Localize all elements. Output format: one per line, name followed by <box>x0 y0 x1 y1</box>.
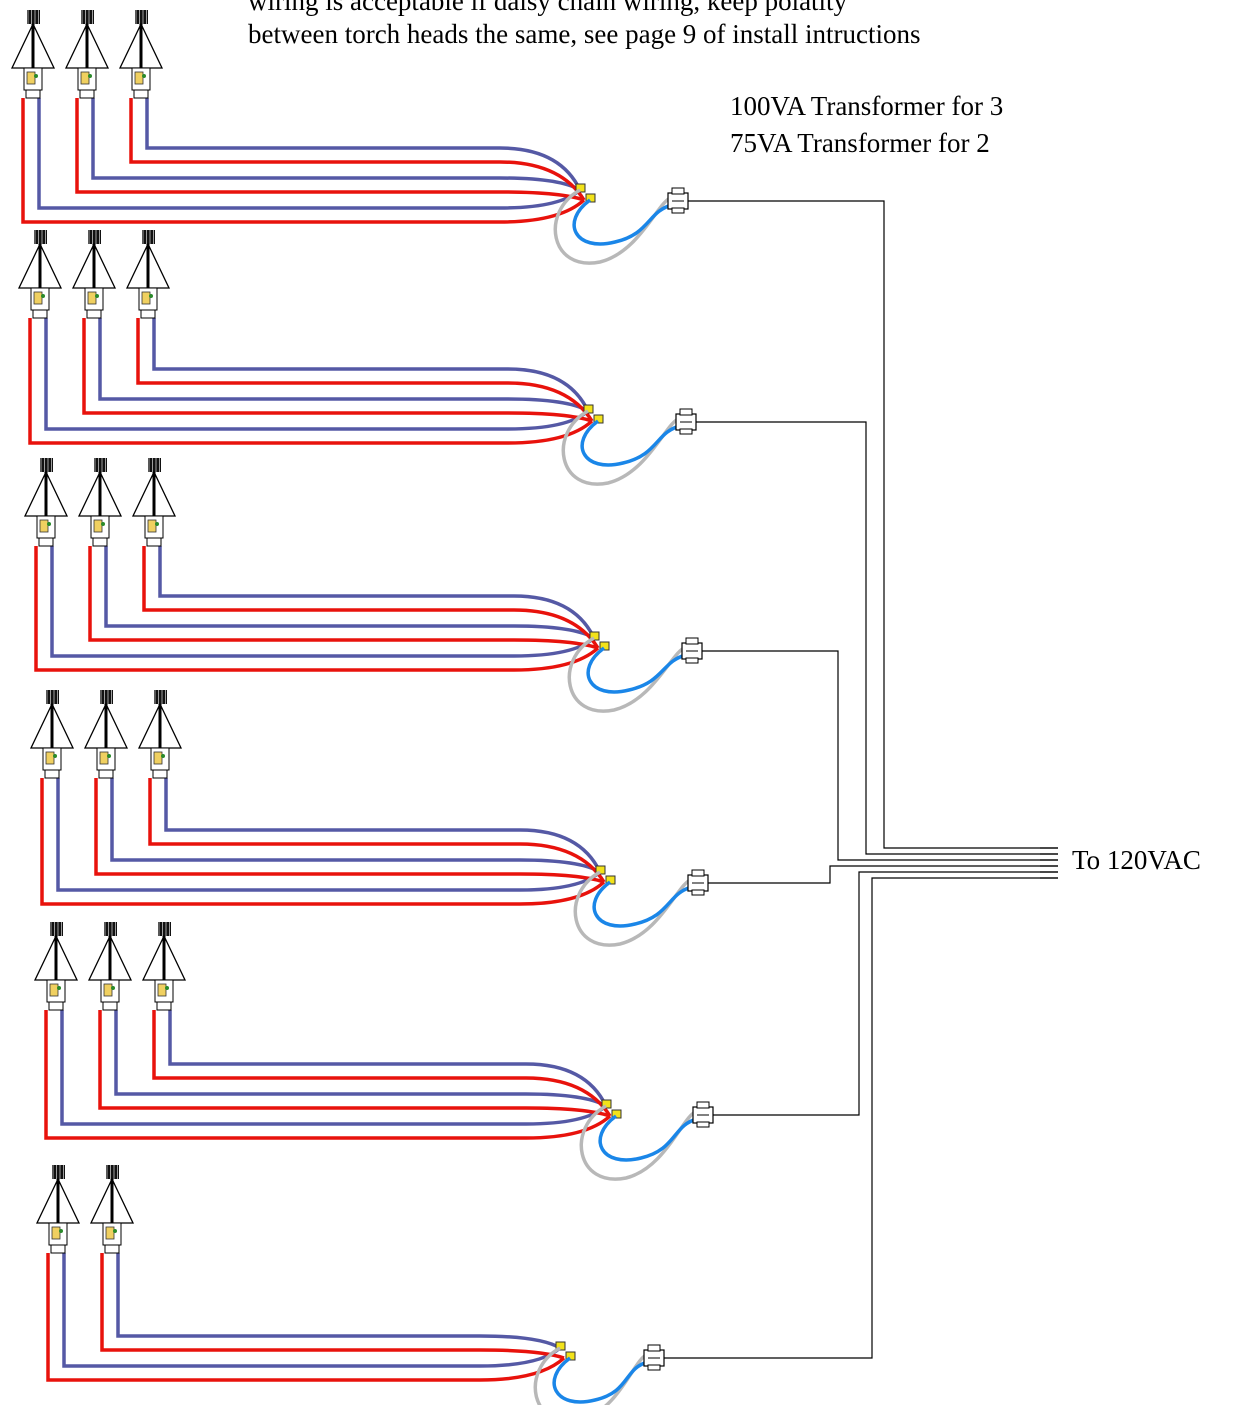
wire-connector-icon <box>583 404 594 414</box>
torch-head-icon <box>83 690 129 779</box>
positive-wire <box>40 778 606 906</box>
torch-head-icon <box>87 922 133 1011</box>
positive-wire <box>82 318 593 423</box>
wire-connector-icon <box>601 1099 612 1109</box>
torch-head-icon <box>17 230 63 319</box>
wire-group-2 <box>28 318 697 486</box>
line-voltage-wire <box>688 200 1058 849</box>
negative-wire <box>168 1010 608 1107</box>
line-voltage-wire <box>708 865 1058 884</box>
wire-connector-icon <box>593 414 604 424</box>
transformer-icon <box>687 869 709 896</box>
wire-group-4 <box>40 778 709 947</box>
wire-connector-icon <box>595 865 606 875</box>
negative-wire <box>116 1253 561 1350</box>
wire-connector-icon <box>565 1351 576 1361</box>
torch-head-icon <box>64 10 110 99</box>
torch-head-icon <box>35 1165 81 1254</box>
torch-heads-layer <box>10 10 187 1254</box>
wire-connector-icon <box>589 631 600 641</box>
supply-feed-layer <box>664 200 1058 1359</box>
wire-group-6 <box>46 1253 665 1405</box>
transformer-icon <box>692 1101 714 1128</box>
transformer-icon <box>643 1344 665 1371</box>
negative-wire <box>104 546 595 640</box>
torch-head-icon <box>137 690 183 779</box>
blue-lead <box>580 419 681 467</box>
wire-connector-icon <box>585 193 596 203</box>
transformer-icon <box>667 187 689 214</box>
blue-lead <box>586 646 687 694</box>
torch-head-icon <box>118 10 164 99</box>
negative-wire <box>98 318 589 413</box>
negative-wire <box>145 98 582 191</box>
blue-lead <box>592 880 693 928</box>
note-line-1: wiring is acceptable if daisy chain wiri… <box>248 0 848 16</box>
note-line-2: between torch heads the same, see page 9… <box>248 19 921 49</box>
transformer-icon <box>675 408 697 435</box>
negative-wire <box>91 98 581 192</box>
negative-wire <box>110 778 601 874</box>
negative-wire <box>114 1010 607 1108</box>
positive-wire <box>21 98 586 224</box>
line-voltage-wire <box>713 871 1058 1116</box>
wire-connector-icon <box>599 641 610 651</box>
positive-wire <box>94 778 605 884</box>
line-voltage-wire <box>702 650 1058 861</box>
positive-wire <box>44 1010 612 1140</box>
torch-head-icon <box>71 230 117 319</box>
wire-group-1 <box>21 98 689 265</box>
torch-head-icon <box>131 458 177 547</box>
positive-wire <box>75 98 585 202</box>
torch-head-icon <box>29 690 75 779</box>
supply-label: To 120VAC <box>1072 845 1201 875</box>
positive-wire <box>98 1010 611 1118</box>
torch-head-icon <box>10 10 56 99</box>
positive-wire <box>88 546 599 650</box>
torch-head-icon <box>23 458 69 547</box>
torch-head-icon <box>141 922 187 1011</box>
blue-lead <box>572 198 673 246</box>
negative-wire <box>158 546 596 639</box>
wire-connector-icon <box>605 875 616 885</box>
negative-wire <box>152 318 590 412</box>
transformer-note-line-2: 75VA Transformer for 2 <box>730 128 990 158</box>
torch-head-icon <box>77 458 123 547</box>
wire-connector-icon <box>555 1341 566 1351</box>
positive-wire <box>34 546 600 672</box>
wire-group-3 <box>34 546 703 713</box>
torch-head-icon <box>125 230 171 319</box>
positive-wire <box>28 318 594 445</box>
positive-wire <box>100 1253 565 1360</box>
wire-connector-icon <box>575 183 586 193</box>
line-voltage-wire <box>664 877 1058 1359</box>
wire-connector-icon <box>611 1109 622 1119</box>
positive-wire <box>46 1253 566 1382</box>
wire-group-5 <box>44 1010 714 1181</box>
transformer-icon <box>681 637 703 664</box>
torch-head-icon <box>33 922 79 1011</box>
wires-layer <box>21 98 714 1405</box>
blue-lead <box>552 1356 649 1404</box>
transformer-note-line-1: 100VA Transformer for 3 <box>730 91 1003 121</box>
blue-lead <box>598 1114 698 1162</box>
line-voltage-wire <box>696 421 1058 855</box>
torch-head-icon <box>89 1165 135 1254</box>
negative-wire <box>164 778 602 873</box>
